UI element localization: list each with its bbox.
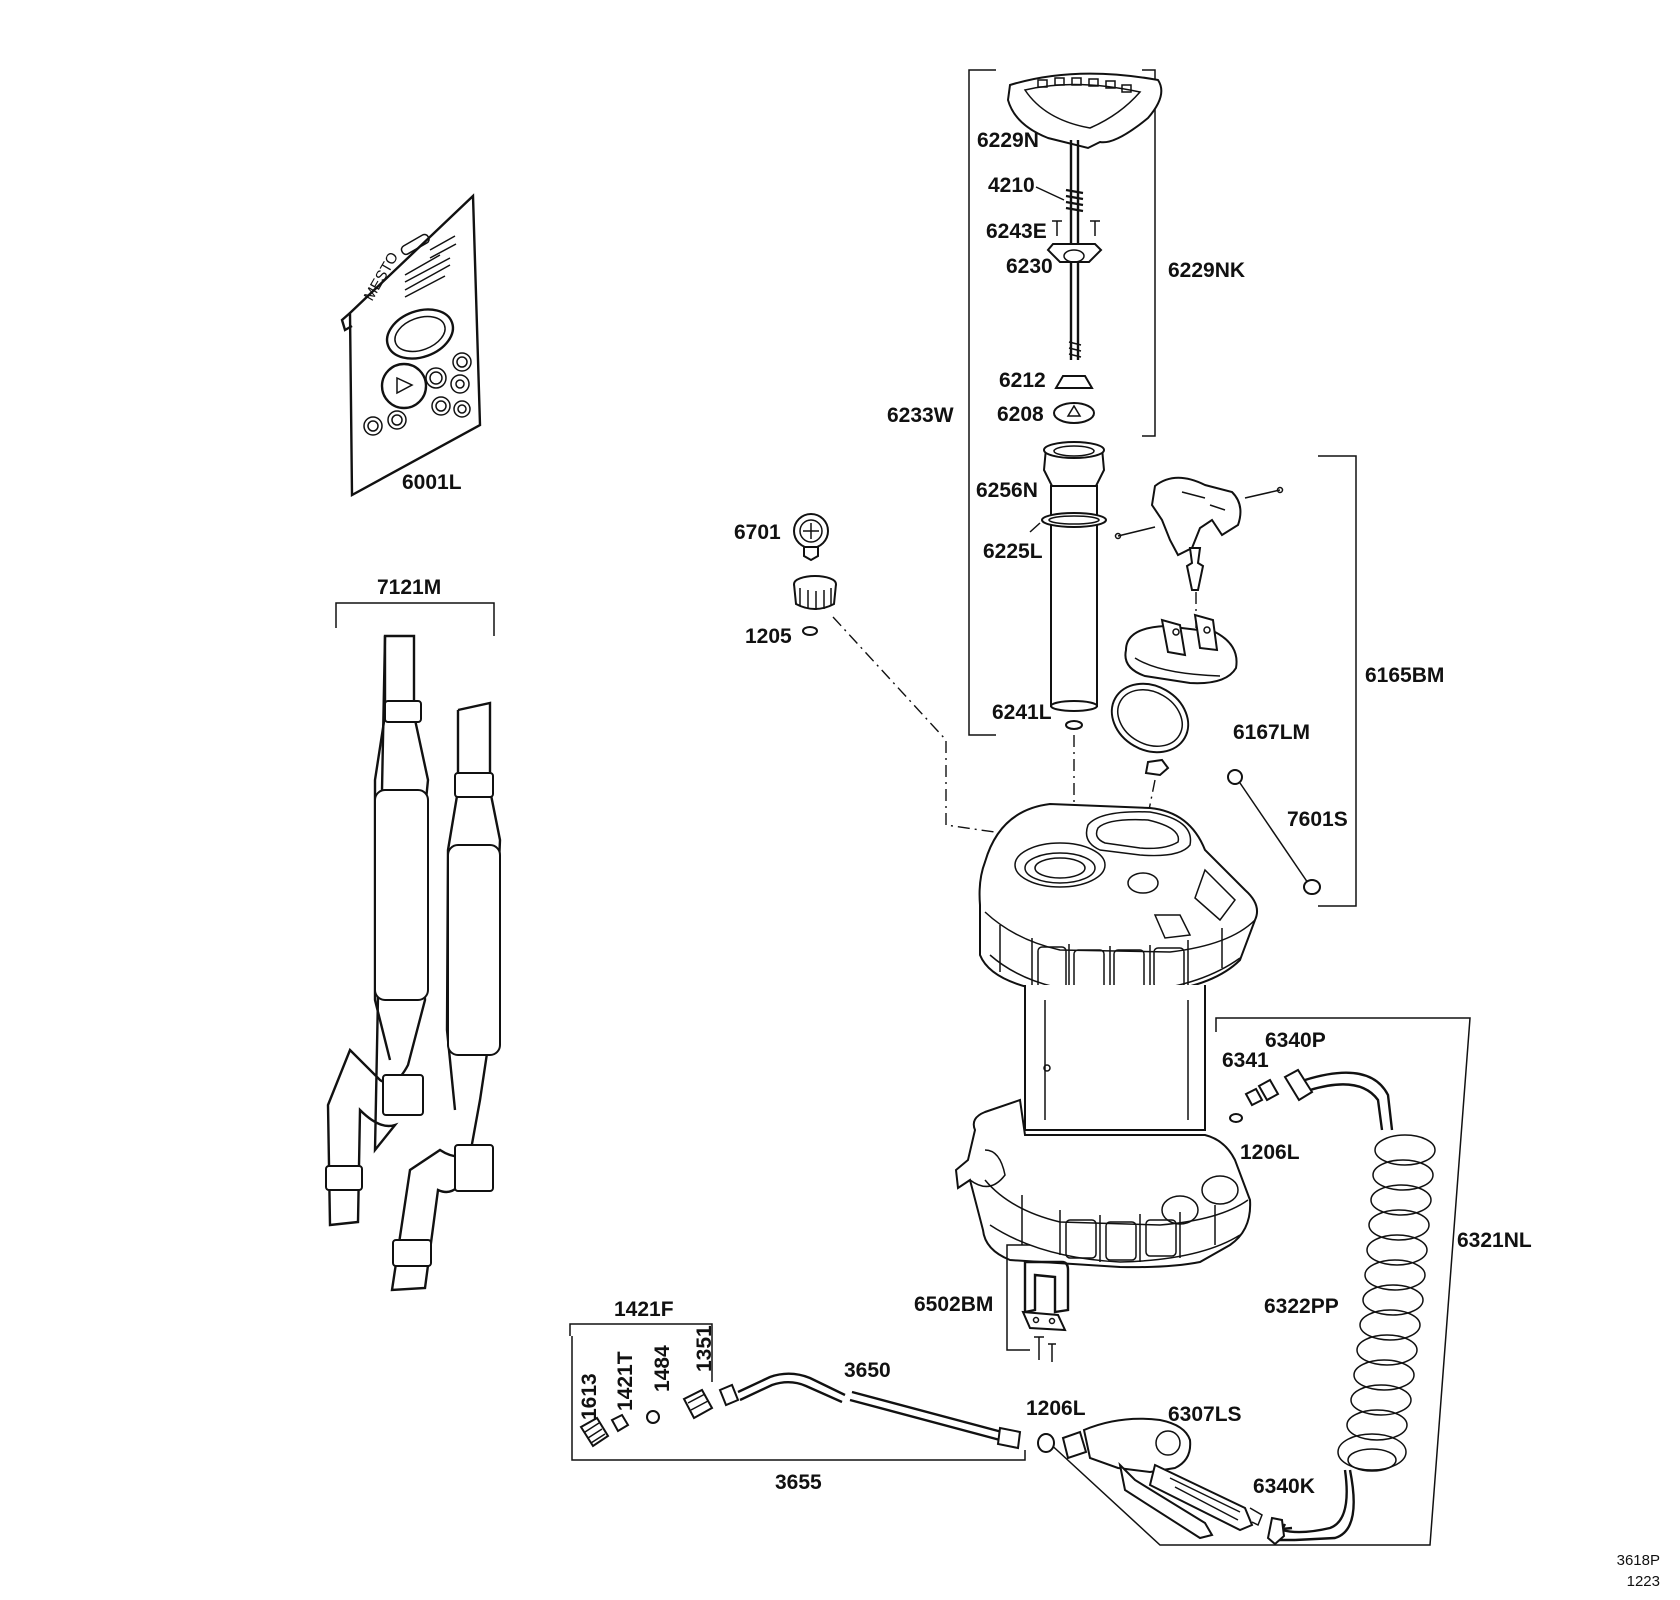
part-label-4210: 4210 (988, 174, 1035, 197)
part-label-6001L: 6001L (402, 471, 462, 494)
date-code: 1223 (1627, 1573, 1660, 1590)
part-label-6340P: 6340P (1265, 1029, 1326, 1052)
part-label-6241L: 6241L (992, 701, 1052, 724)
part-label-1206L-bottom: 1206L (1026, 1397, 1086, 1420)
lid-assembly: 6165BM 6167LM 7601S (1110, 455, 1444, 907)
part-label-3655: 3655 (775, 1471, 822, 1494)
part-label-6321NL: 6321NL (1457, 1229, 1532, 1252)
trigger-gun: 1206L 6307LS (1026, 1397, 1263, 1540)
part-label-6208: 6208 (997, 403, 1044, 426)
part-label-6340K: 6340K (1253, 1475, 1315, 1498)
part-label-6212: 6212 (999, 369, 1046, 392)
part-label-6233W: 6233W (887, 404, 954, 427)
part-label-6341: 6341 (1222, 1049, 1269, 1072)
part-label-1351: 1351 (693, 1325, 716, 1372)
part-label-6165BM: 6165BM (1365, 664, 1444, 687)
hose-assembly: 6321NL 6340P 6341 1206L 6322PP 6340K (1045, 1017, 1532, 1546)
part-label-1421F: 1421F (614, 1298, 674, 1321)
part-label-6230: 6230 (1006, 255, 1053, 278)
kit-brand-text: MESTO (361, 249, 402, 303)
part-label-3650: 3650 (844, 1359, 891, 1382)
part-label-6307LS: 6307LS (1168, 1403, 1242, 1426)
part-label-6225L: 6225L (983, 540, 1043, 563)
lance-assembly: 1421F 3655 1613 1421T 1484 1351 3650 (569, 1298, 1026, 1494)
part-label-6701: 6701 (734, 521, 781, 544)
seal-kit-card: MESTO 6001L (340, 193, 482, 498)
part-label-6256N: 6256N (976, 479, 1038, 502)
shoulder-straps: 7121M (325, 576, 502, 1292)
part-label-1613: 1613 (578, 1373, 601, 1420)
drawing-number: 3618P (1617, 1552, 1660, 1569)
part-label-6322PP: 6322PP (1264, 1295, 1339, 1318)
part-label-1421T: 1421T (614, 1351, 637, 1411)
part-label-1484: 1484 (651, 1345, 674, 1392)
drawing-footer: 3618P 1223 (1617, 1552, 1660, 1590)
part-label-6229N: 6229N (977, 129, 1039, 152)
tank-body (954, 802, 1258, 1269)
part-label-7121M: 7121M (377, 576, 441, 599)
part-label-6167LM: 6167LM (1233, 721, 1310, 744)
hose-bracket: 6502BM (914, 1244, 1070, 1362)
part-label-1205: 1205 (745, 625, 792, 648)
part-label-6502BM: 6502BM (914, 1293, 993, 1316)
part-label-6243E: 6243E (986, 220, 1047, 243)
pump-assembly: 6229NK 6233W 6229N 4210 6243E 6230 6212 (887, 69, 1245, 855)
part-label-7601S: 7601S (1287, 808, 1348, 831)
part-label-6229NK: 6229NK (1168, 259, 1245, 282)
hose-coils (1337, 1134, 1436, 1472)
part-label-1206L-top: 1206L (1240, 1141, 1300, 1164)
